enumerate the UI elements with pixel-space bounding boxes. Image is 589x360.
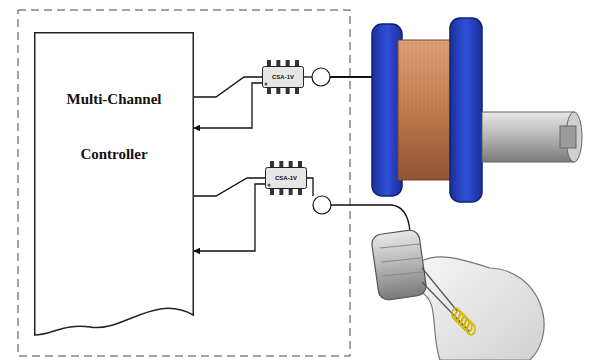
solenoid-illustration	[372, 18, 582, 202]
enclosure-border	[18, 10, 350, 356]
chip-label: CSA-1V	[270, 174, 302, 182]
wire	[330, 76, 376, 78]
controller-box: Multi-Channel Controller	[34, 32, 194, 337]
feedback-arrow	[194, 83, 262, 128]
wire	[331, 205, 410, 232]
terminal-circle	[312, 68, 330, 86]
chip-label: CSA-1V	[267, 73, 299, 81]
controller-outline	[34, 32, 194, 337]
terminal-circle	[313, 196, 331, 214]
sensor-chip: CSA-1V	[262, 66, 304, 88]
bulb-illustration	[371, 229, 544, 360]
controller-label: Multi-Channel Controller	[44, 72, 184, 182]
feedback-arrow	[194, 184, 265, 251]
sensor-chip: CSA-1V	[265, 167, 307, 189]
